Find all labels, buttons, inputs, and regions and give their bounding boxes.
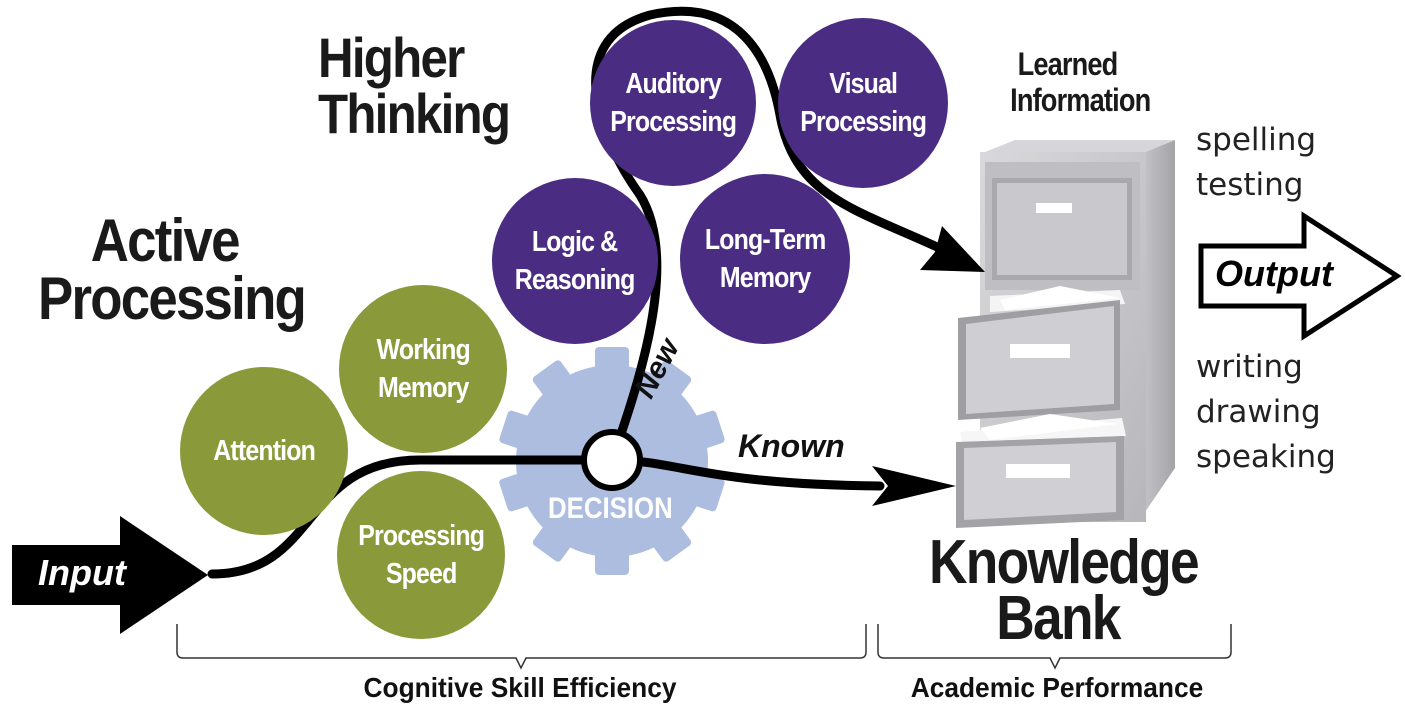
academic-performance-label: Academic Performance [910, 672, 1204, 703]
output-arrow [1198, 211, 1402, 341]
input-arrow [12, 516, 208, 634]
knowledge-bank-heading: Knowledge Bank [929, 528, 1200, 653]
output-label: Output [1215, 253, 1333, 294]
decision-label: DECISION [548, 492, 673, 525]
known-label: Known [738, 428, 845, 464]
flow-path-known [207, 455, 885, 579]
bracket-cognitive [176, 624, 867, 670]
flow-path-new [591, 6, 955, 465]
higher-thinking-heading: Higher Thinking [318, 26, 511, 145]
gear-icon [499, 347, 725, 575]
cognitive-skill-efficiency-label: Cognitive Skill Efficiency [363, 672, 677, 703]
input-label: Input [38, 552, 126, 593]
skill-logic-reasoning: Logic &Reasoning [492, 178, 658, 344]
known-arrowhead [872, 466, 956, 506]
decision-node [581, 429, 643, 491]
bracket-academic [877, 624, 1232, 670]
output-activities-bottom: writing drawing speaking [1196, 349, 1336, 475]
learned-information-label: Learned Information [1010, 46, 1151, 118]
new-arrowhead [920, 226, 985, 272]
file-cabinet-icon [956, 140, 1175, 528]
output-activities-top: spelling testing [1196, 122, 1317, 203]
skill-attention: Attention [180, 367, 348, 535]
active-processing-heading: Active Processing [38, 207, 307, 332]
